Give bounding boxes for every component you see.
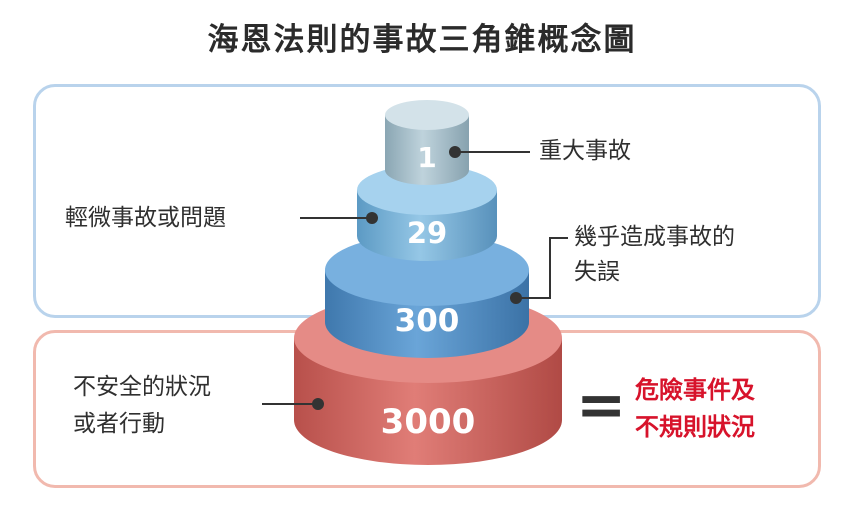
page-title: 海恩法則的事故三角錐概念圖 bbox=[207, 22, 637, 58]
tier-300-value: 300 bbox=[395, 303, 460, 339]
tier-29-value: 29 bbox=[407, 216, 447, 250]
label-near-miss-line2: 失誤 bbox=[574, 259, 620, 285]
leader-tier-1 bbox=[449, 146, 530, 158]
leader-tier-3000 bbox=[262, 398, 324, 410]
label-near-miss-line1: 幾乎造成事故的 bbox=[574, 224, 735, 250]
tier-1-value: 1 bbox=[417, 141, 436, 174]
label-unsafe-line1: 不安全的狀況 bbox=[73, 374, 211, 400]
leader-tier-29 bbox=[300, 212, 378, 224]
label-major-accident: 重大事故 bbox=[539, 138, 631, 164]
tier-3000-value: 3000 bbox=[381, 402, 476, 442]
tier-1-disc bbox=[385, 100, 469, 185]
label-unsafe-line2: 或者行動 bbox=[73, 411, 165, 437]
equals-sign: = bbox=[576, 370, 627, 440]
result-line2: 不規則狀況 bbox=[635, 413, 755, 441]
label-minor-accident: 輕微事故或問題 bbox=[65, 205, 226, 231]
leader-tier-300 bbox=[510, 237, 568, 304]
result-line1: 危險事件及 bbox=[635, 376, 755, 404]
